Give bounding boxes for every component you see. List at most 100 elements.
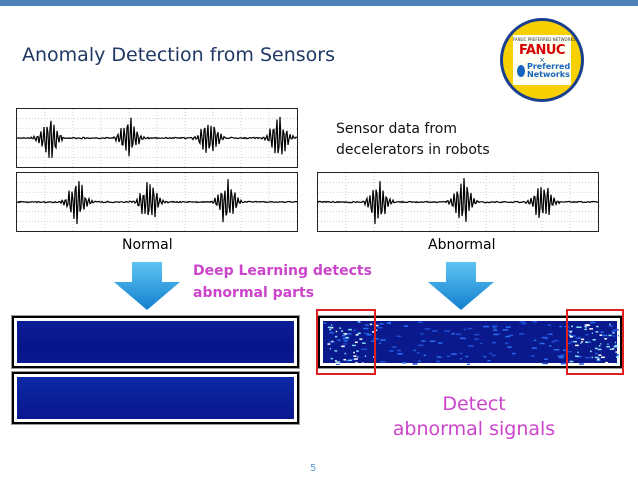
spectrogram-speck [507,346,512,348]
spectrogram-speck [580,342,582,345]
spectrogram-speck [615,351,619,353]
spectrogram-speck [566,333,571,336]
spectrogram-speck [339,327,342,329]
spectrogram-speck [417,321,423,323]
spectrogram-speck [348,359,352,362]
spectrogram-speck [597,358,600,361]
spectrogram-speck [353,329,357,332]
abnormal-spectrogram [317,315,623,369]
spectrogram-speck [354,341,358,344]
spectrogram-speck [509,334,514,337]
logo-connector: × [539,56,545,64]
spectrogram-speck [497,333,501,336]
spectrogram-speck [608,325,614,328]
spectrogram-speck [380,339,386,341]
spectrogram-speck [364,355,367,357]
spectrogram-speck [436,360,440,363]
spectrogram-speck [483,325,490,328]
spectrogram-speck [606,345,610,348]
spectrogram-speck [585,341,589,344]
spectrogram-speck [451,353,457,355]
spectrogram-speck [343,343,347,345]
pfn-mark-icon [517,65,525,77]
spectrogram-speck [571,325,574,328]
anomaly-highlight-box-1 [316,309,376,375]
spectrogram-speck [613,345,618,348]
spectrogram-speck [359,338,363,340]
spectrogram-speck [615,356,619,358]
spectrogram-speck [519,321,526,323]
spectrogram-speck [345,336,350,339]
spectrogram-speck [345,359,349,362]
spectrogram-speck [397,353,403,355]
spectrogram-speck [436,356,442,358]
spectrogram-speck [455,333,462,336]
abnormal-caption: Abnormal [428,237,496,253]
spectrogram-speck [599,334,603,336]
sensor-note-line2: decelerators in robots [336,142,490,158]
logo-brand-fanuc: FANUC [519,43,565,58]
spectrogram-speck [595,331,599,333]
spectrogram-speck [330,357,333,360]
spectrogram-speck [489,352,492,355]
spectrogram-speck [544,337,549,340]
spectrogram-speck [568,350,572,353]
dl-note-line2: abnormal parts [193,285,315,301]
spectrogram-speck [341,330,344,332]
spectrogram-speck [336,361,341,363]
spectrogram-speck [335,362,339,365]
spectrogram-speck [608,334,612,337]
spectrogram-speck [358,321,361,323]
spectrogram-speck [355,362,358,364]
spectrogram-speck [491,325,498,327]
spectrogram-speck [466,363,471,366]
spectrogram-speck [389,350,393,352]
spectrogram-speck [451,333,455,335]
spectrogram-speck [579,363,584,365]
spectrogram-speck [337,339,341,341]
spectrogram-speck [567,330,573,332]
spectrogram-speck [363,327,369,330]
waveform-trace [16,179,297,225]
spectrogram-speck [377,326,383,329]
spectrogram-speck [379,342,382,345]
normal-waveform-1-plot [16,109,298,167]
abnormal-waveform [317,172,599,232]
spectrogram-speck [372,331,376,333]
sensor-data-note: Sensor data from decelerators in robots [336,119,490,161]
spectrogram-speck [542,362,548,365]
spectrogram-speck [413,349,416,352]
spectrogram-speck [605,361,609,364]
spectrogram-speck [396,335,402,338]
spectrogram-speck [569,360,574,363]
spectrogram-speck [547,333,551,335]
spectrogram-speck [505,326,511,328]
spectrogram-speck [493,329,498,331]
spectrogram-speck [416,352,420,354]
spectrogram-speck [348,328,352,331]
spectrogram-speck [575,337,581,339]
spectrogram-speck [356,350,359,352]
spectrogram-speck [600,356,605,359]
spectrogram-speck [598,345,601,347]
spectrogram-speck [361,362,364,364]
spectrogram-speck [592,338,596,341]
spectrogram-speck [616,363,619,366]
spectrogram-speck [587,323,589,326]
spectrogram-speck [577,351,579,354]
slide-title: Anomaly Detection from Sensors [22,44,335,66]
logo-brand-pfn-line1: Preferred [527,62,571,71]
spectrogram-speck [343,340,348,342]
spectrogram-speck [354,358,358,360]
logo-panel: FANUC PREFERRED NETWORKS FANUC × Preferr… [513,35,576,85]
spectrogram-speck [612,335,616,337]
spectrogram-speck [612,332,615,334]
spectrogram-speck [595,352,598,355]
spectrogram-speck [343,358,347,361]
spectrogram-speck [577,326,582,329]
spectrogram-speck [560,362,566,365]
spectrogram-speck [341,345,345,348]
spectrogram-speck [562,349,567,352]
top-accent-bar [0,0,638,6]
logo-company-line: FANUC PREFERRED NETWORKS [513,37,576,42]
